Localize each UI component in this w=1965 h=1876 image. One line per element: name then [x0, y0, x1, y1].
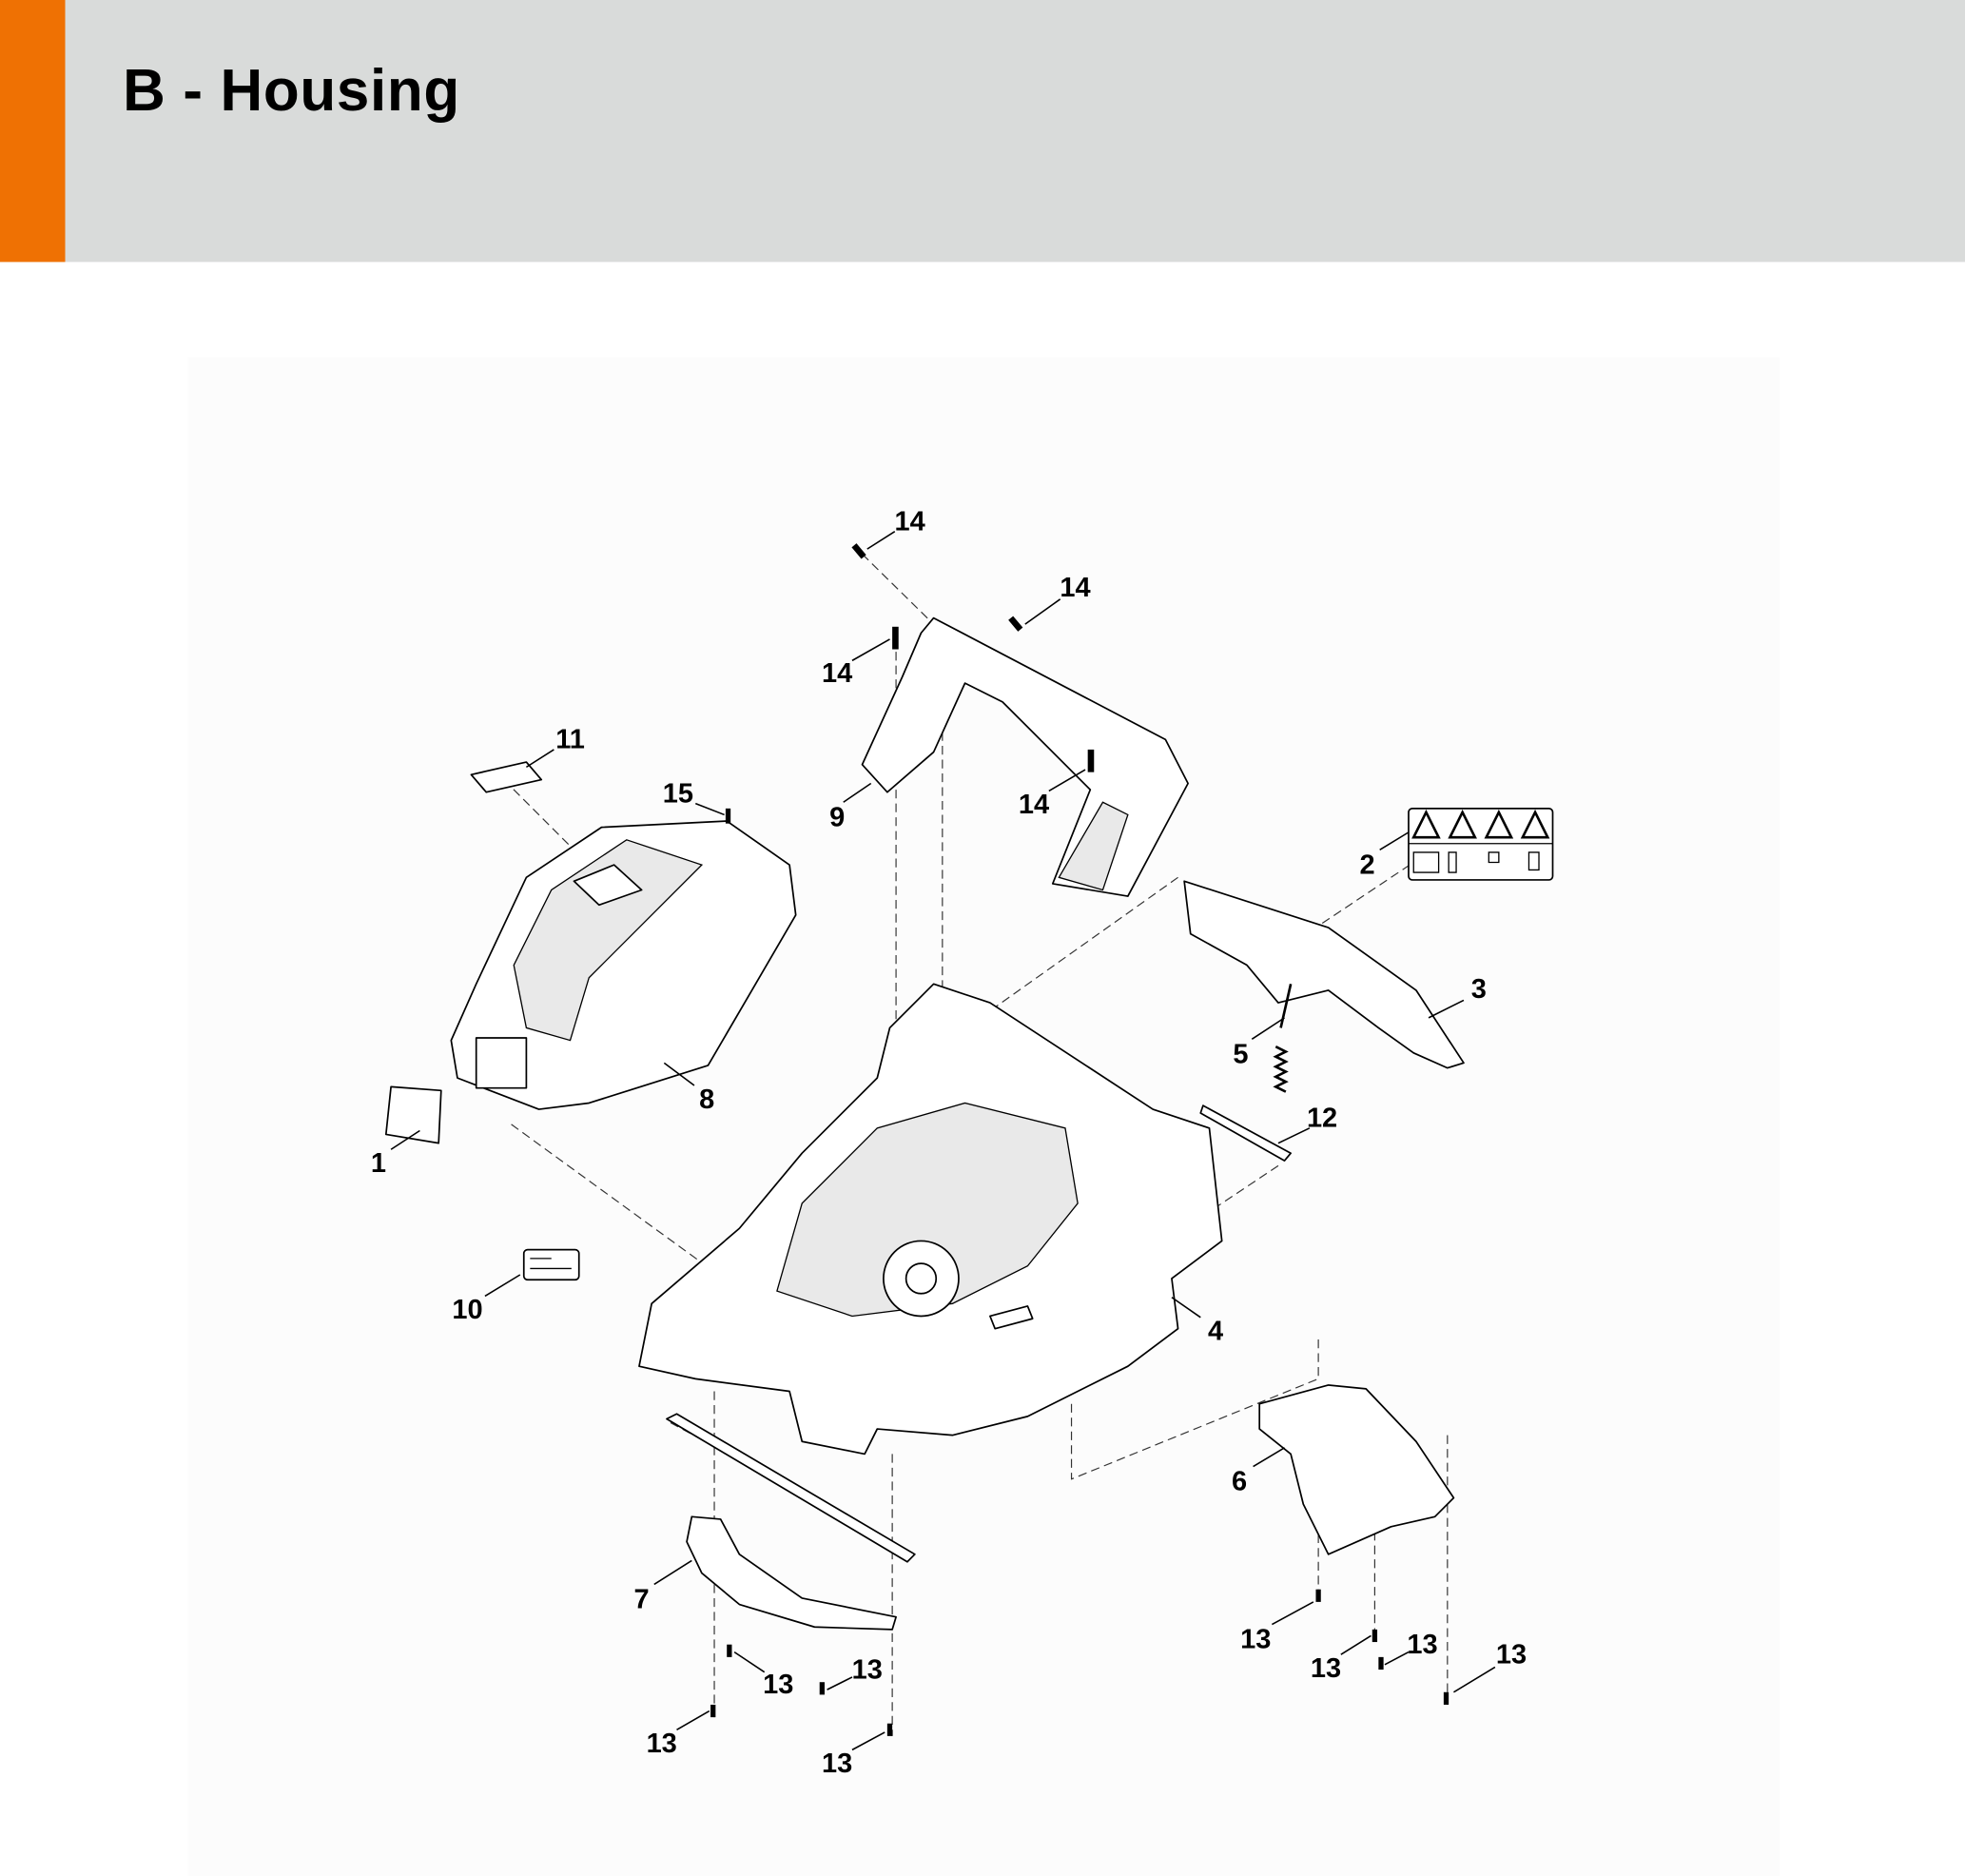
part-warning-decal — [1408, 807, 1554, 881]
callout-number: 14 — [1060, 573, 1090, 603]
part-rating-plate — [522, 1248, 580, 1281]
callout-number: 14 — [822, 658, 852, 689]
callout-number: 3 — [1471, 974, 1487, 1005]
callout-number: 11 — [555, 725, 585, 755]
part-front-bumper — [686, 1515, 897, 1631]
callout-number: 13 — [763, 1670, 793, 1700]
leader-lines — [390, 530, 1496, 1751]
callout-number: 14 — [1019, 790, 1049, 820]
callout-number: 13 — [1407, 1630, 1437, 1660]
part-mower-deck — [638, 983, 1223, 1456]
page-title: B - Housing — [123, 56, 460, 124]
part-axle — [666, 1413, 916, 1563]
part-label-1 — [384, 1085, 442, 1144]
part-side-chute — [1258, 1384, 1455, 1555]
callout-number: 13 — [647, 1729, 677, 1759]
part-spring — [1273, 984, 1293, 1093]
callout-number: 12 — [1307, 1104, 1337, 1134]
callout-number: 15 — [663, 778, 693, 809]
part-rear-flap — [1183, 880, 1465, 1069]
part-catcher-cover — [450, 820, 797, 1110]
callout-number: 4 — [1208, 1317, 1223, 1347]
callout-numbers: 14 14 14 14 11 15 9 2 3 5 8 12 1 10 4 6 7 13 13 13 13 13 13 13 1… — [371, 506, 1527, 1779]
callout-number: 13 — [852, 1654, 883, 1685]
callout-number: 9 — [829, 802, 845, 832]
callout-number: 10 — [452, 1295, 482, 1325]
part-label-11 — [470, 761, 543, 793]
section-header: B - Housing — [0, 0, 1965, 263]
callout-number: 7 — [634, 1584, 650, 1614]
callout-number: 8 — [699, 1085, 714, 1115]
callout-number: 1 — [371, 1148, 386, 1179]
callout-number: 6 — [1232, 1467, 1247, 1497]
part-rod — [1199, 1104, 1292, 1162]
screws — [710, 543, 1449, 1736]
callout-number: 13 — [822, 1749, 852, 1779]
callout-number: 5 — [1233, 1039, 1248, 1069]
callout-number: 14 — [894, 506, 924, 537]
callout-number: 2 — [1359, 850, 1374, 880]
callout-number: 13 — [1240, 1625, 1271, 1655]
callout-number: 13 — [1496, 1639, 1527, 1670]
callout-number: 13 — [1311, 1653, 1341, 1684]
part-handle-bracket — [861, 616, 1189, 897]
accent-bar — [0, 0, 66, 263]
